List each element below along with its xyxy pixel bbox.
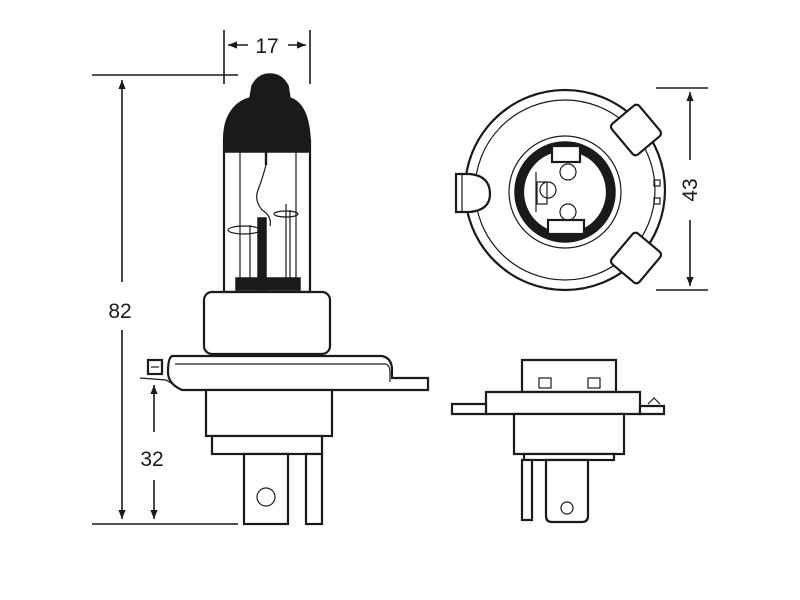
- dim-flange-height: 32: [140, 385, 164, 519]
- terminal-pin: [539, 181, 557, 199]
- terminal-pin: [559, 163, 577, 181]
- front-lower-body: [512, 412, 626, 456]
- dim-total-height: 82: [92, 74, 238, 525]
- dim-flange-diameter: 43: [656, 87, 708, 291]
- dim-label-82: 82: [108, 300, 131, 323]
- terminal-pin: [559, 203, 577, 221]
- base-ring: [210, 434, 324, 456]
- bulb-side-view: [139, 73, 430, 526]
- front-flange: [484, 390, 642, 416]
- glass-cap: [223, 73, 311, 153]
- terminals: [242, 452, 324, 526]
- bulb-front-view: [450, 358, 666, 524]
- bulb-top-view: [454, 88, 667, 292]
- base-housing: [202, 290, 332, 356]
- front-top-housing: [520, 358, 618, 394]
- dim-label-32: 32: [140, 448, 163, 471]
- dim-label-43: 43: [679, 178, 702, 201]
- filament-assembly: [227, 150, 301, 291]
- front-terminal: [520, 458, 534, 522]
- dim-label-17: 17: [255, 35, 278, 58]
- mounting-flange: [166, 354, 430, 392]
- lower-body: [204, 388, 334, 438]
- top-left-tab: [454, 172, 492, 214]
- front-terminal: [544, 458, 590, 524]
- flange-tab: [139, 358, 177, 387]
